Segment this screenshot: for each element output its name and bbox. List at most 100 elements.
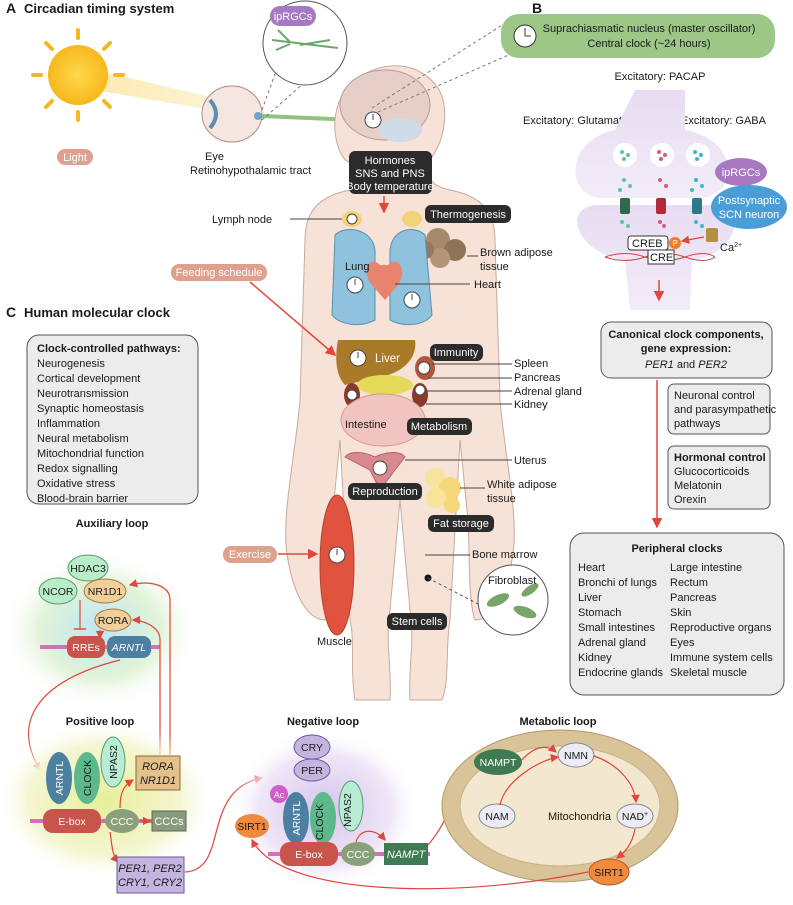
svg-text:CCC: CCC — [111, 816, 134, 828]
neg-loop-title: Negative loop — [287, 716, 359, 728]
rres-element: RREs — [67, 636, 105, 658]
peripheral-right-item-0: Large intestine — [670, 562, 742, 574]
white-adipose-icon — [425, 468, 461, 513]
svg-text:Hormones: Hormones — [365, 155, 416, 167]
heart-icon — [366, 261, 403, 300]
peripheral-left-item-3: Stomach — [578, 607, 621, 619]
liver-label: Liver — [375, 353, 400, 365]
iprgcs-label-a: ipRGCs — [274, 11, 313, 23]
clock-protein-neg: CLOCK — [310, 792, 336, 844]
hormonal-control-box: Hormonal control Glucocorticoids Melaton… — [667, 445, 771, 510]
brain-clock-icon — [364, 111, 382, 129]
lung-label: Lung — [345, 261, 369, 273]
muscle-label: Muscle — [317, 636, 352, 648]
svg-text:CRE: CRE — [650, 252, 673, 264]
svg-text:Thermogenesis: Thermogenesis — [430, 209, 506, 221]
peripheral-right-item-6: Immune system cells — [670, 652, 773, 664]
lung-clock-icon — [346, 276, 364, 294]
svg-text:NAD+: NAD+ — [622, 811, 648, 823]
iprgcs-label-b: ipRGCs — [715, 158, 767, 186]
eye-label: Eye — [205, 151, 224, 163]
tract-label: Retinohypothalamic tract — [190, 165, 311, 177]
peripheral-right-item-4: Reproductive organs — [670, 622, 772, 634]
svg-text:PER: PER — [301, 765, 323, 777]
met-loop-title: Metabolic loop — [520, 716, 597, 728]
svg-text:NR1D1: NR1D1 — [88, 586, 123, 598]
feeding-schedule-label: Feeding schedule — [171, 264, 267, 281]
sirt1-protein-met: SIRT1 — [588, 858, 630, 886]
lung-clock-icon-2 — [403, 291, 421, 309]
brown-adipose-label-2: tissue — [480, 261, 509, 273]
hormones-box: Hormones SNS and PNS Body temperature — [346, 151, 434, 194]
svg-text:Stem cells: Stem cells — [392, 616, 443, 628]
ccc-element-neg: CCC — [341, 842, 375, 866]
glutamate-label: Excitatory: Glutamate — [523, 115, 628, 127]
pacap-label: Excitatory: PACAP — [615, 71, 706, 83]
arntl-gene: ARNTL — [107, 636, 151, 658]
ebox-element-neg: E-box — [280, 842, 338, 866]
svg-text:SIRT1: SIRT1 — [237, 821, 267, 833]
svg-text:Exercise: Exercise — [229, 549, 271, 561]
white-adipose-label-1: White adipose — [487, 479, 557, 491]
peripheral-left-item-4: Small intestines — [578, 622, 656, 634]
fat-storage-label: Fat storage — [428, 515, 494, 532]
rora-nr1d1-gene-box: RORA NR1D1 — [135, 755, 181, 791]
svg-text:NAM: NAM — [485, 811, 508, 823]
svg-text:Reproduction: Reproduction — [352, 486, 417, 498]
nr1d1-protein: NR1D1 — [83, 578, 127, 604]
svg-text:HDAC3: HDAC3 — [70, 563, 106, 575]
stem-cells-label: Stem cells — [387, 613, 447, 630]
svg-text:NAMPT: NAMPT — [387, 849, 427, 861]
rora-protein: RORA — [94, 608, 132, 632]
ncor-protein: NCOR — [38, 577, 78, 605]
svg-text:SNS and PNS: SNS and PNS — [355, 168, 425, 180]
immunity-label: Immunity — [430, 344, 483, 361]
svg-text:gene expression:: gene expression: — [641, 343, 731, 355]
cry-protein: CRY — [293, 734, 331, 760]
iprgc-inset: ipRGCs — [262, 0, 348, 86]
svg-text:ARNTL: ARNTL — [54, 761, 66, 796]
exercise-label: Exercise — [223, 546, 277, 563]
adrenal-label: Adrenal gland — [514, 386, 582, 398]
svg-text:pathways: pathways — [674, 418, 721, 430]
svg-text:NPAS2: NPAS2 — [342, 793, 354, 827]
svg-text:NMN: NMN — [564, 750, 588, 762]
svg-text:Canonical clock components,: Canonical clock components, — [608, 329, 763, 341]
peripheral-right-item-3: Skin — [670, 607, 691, 619]
liver-clock-icon — [349, 349, 367, 367]
svg-text:Ac: Ac — [274, 790, 285, 800]
fibroblast-label: Fibroblast — [488, 575, 536, 587]
nampt-gene-box: NAMPT — [384, 843, 428, 865]
svg-text:NAMPT: NAMPT — [480, 757, 517, 769]
white-adipose-label-2: tissue — [487, 493, 516, 505]
brown-adipose-label-1: Brown adipose — [480, 247, 553, 259]
uterus-label: Uterus — [514, 455, 547, 467]
arntl-protein-neg: ARNTL — [283, 792, 309, 844]
svg-text:CRY1, CRY2: CRY1, CRY2 — [118, 877, 182, 889]
svg-text:Fat storage: Fat storage — [433, 518, 489, 530]
neuronal-control-box: Neuronal control and parasympathetic pat… — [667, 383, 777, 435]
sirt1-protein-neg: SIRT1 — [235, 814, 269, 838]
muscle-icon — [319, 494, 355, 636]
lymph-node-label: Lymph node — [212, 214, 272, 226]
bone-marrow-label: Bone marrow — [472, 549, 537, 561]
pathway-item-2: Neurotransmission — [37, 388, 129, 400]
ccc-element-pos: CCC — [105, 809, 139, 833]
pancreas-icon — [357, 375, 413, 395]
npas2-protein-pos: NPAS2 — [100, 736, 126, 788]
svg-text:Hormonal control: Hormonal control — [674, 452, 766, 464]
reproduction-label: Reproduction — [348, 483, 422, 500]
peripheral-left-item-7: Endocrine glands — [578, 667, 664, 679]
svg-text:Central clock (~24 hours): Central clock (~24 hours) — [587, 38, 710, 50]
pathway-item-9: Blood-brain barrier — [37, 493, 128, 505]
pathway-item-7: Redox signalling — [37, 463, 118, 475]
peripheral-right-item-5: Eyes — [670, 637, 695, 649]
brain-icon — [339, 69, 431, 142]
panel-c-letter: C — [6, 304, 16, 320]
canonical-clock-box: Canonical clock components, gene express… — [600, 321, 773, 379]
ac-marker: Ac — [270, 785, 288, 803]
heart-label: Heart — [474, 279, 501, 291]
peripheral-right-item-2: Pancreas — [670, 592, 717, 604]
nad-molecule: NAD+ — [616, 803, 654, 829]
